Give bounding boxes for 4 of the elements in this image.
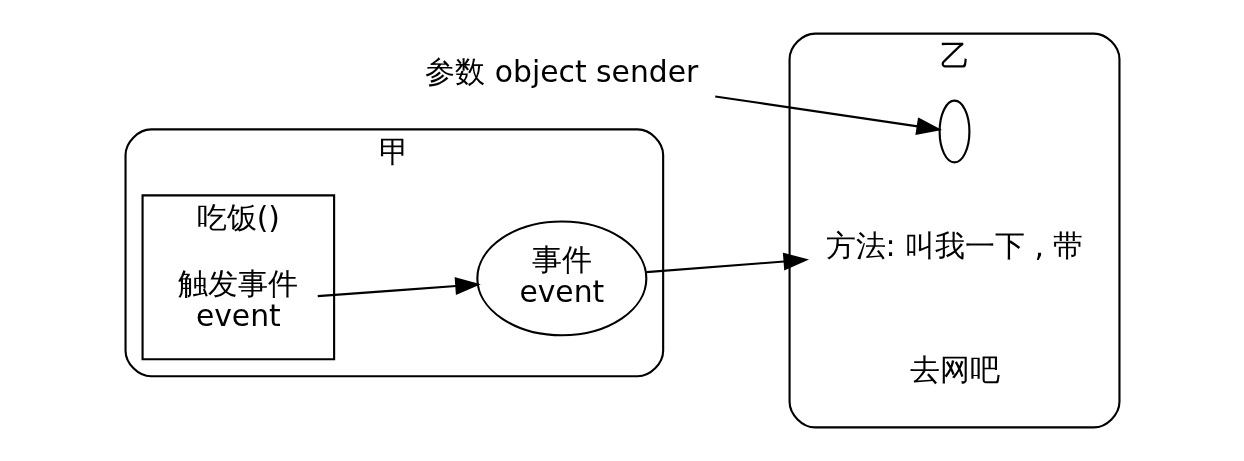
node-text: 参数 object sender (424, 53, 698, 89)
node-text: 触发事件 event (177, 265, 298, 333)
node-text: 方法: 叫我一下 , 带 (825, 228, 1083, 264)
node-text: 去网吧 (909, 351, 1000, 387)
